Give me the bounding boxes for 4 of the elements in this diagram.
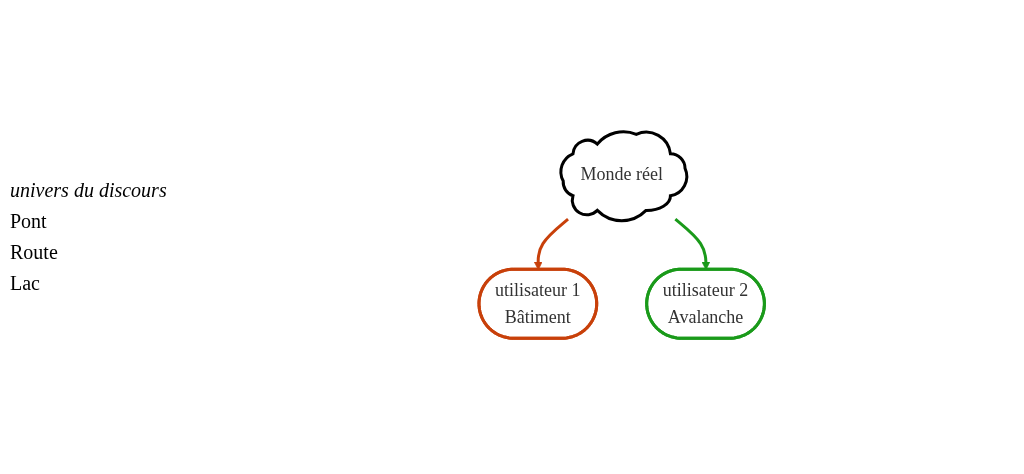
overlap-label: Pont (10, 210, 48, 233)
edge-note: univers du discours (10, 179, 168, 202)
overlap-label: Lac (10, 272, 41, 295)
overlap-label: Route (10, 241, 59, 264)
